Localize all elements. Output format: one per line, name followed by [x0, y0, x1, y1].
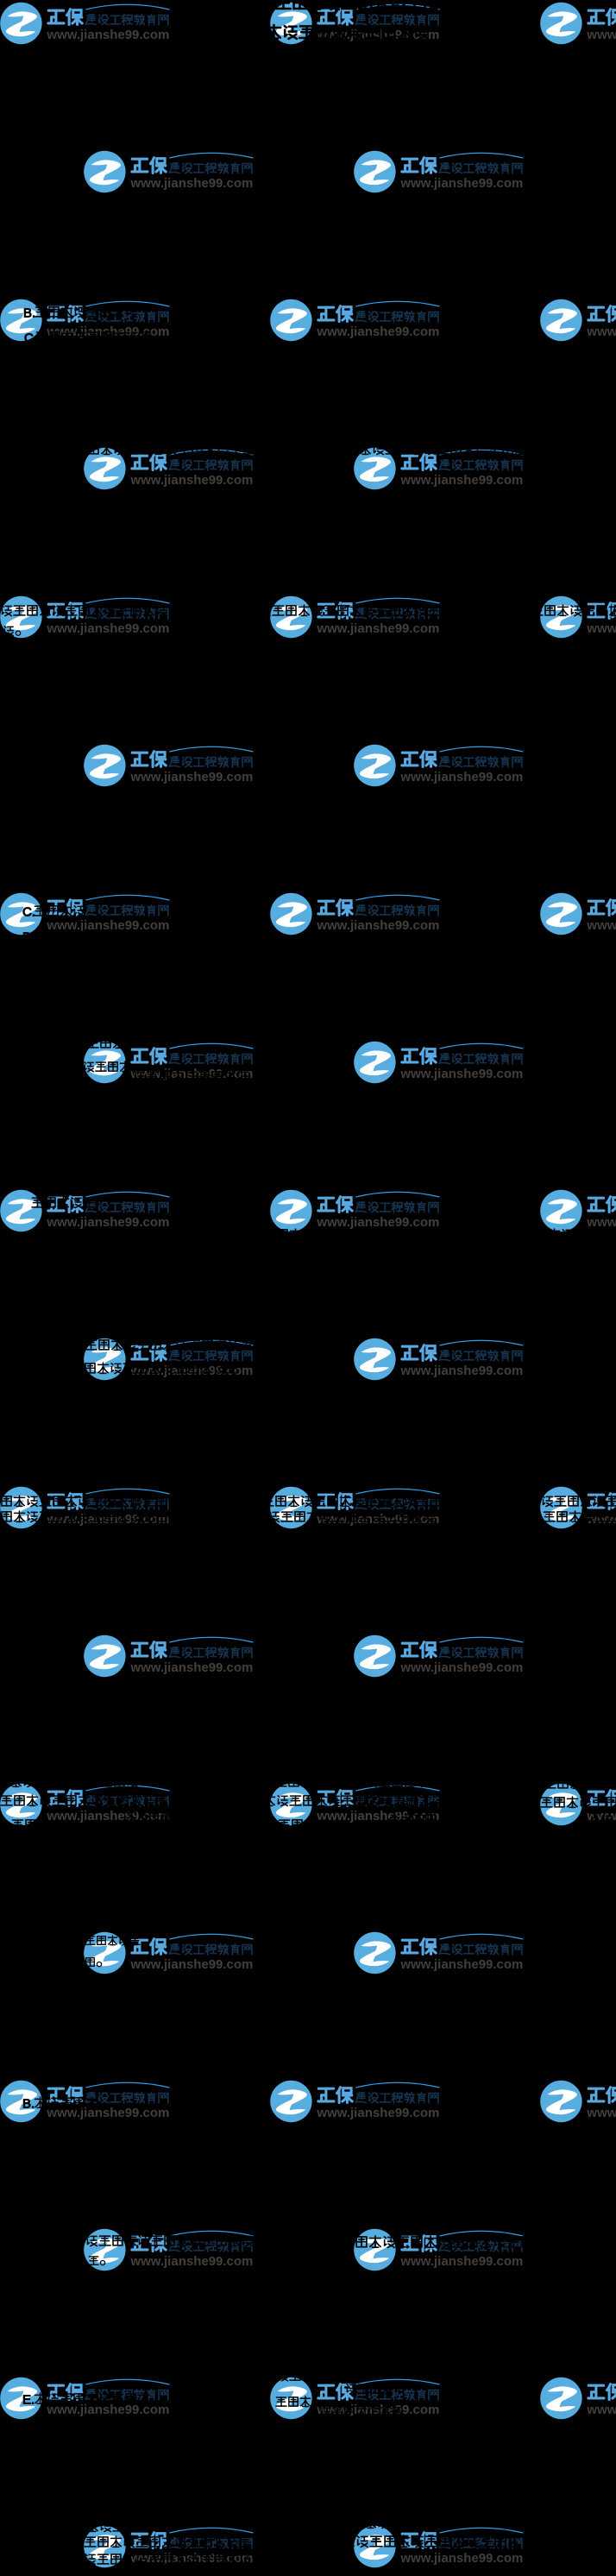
svg-text:E.: E.: [22, 2392, 35, 2407]
svg-text:B.: B.: [22, 2096, 35, 2111]
svg-text:D.: D.: [22, 930, 35, 945]
svg-text:B.: B.: [23, 305, 35, 320]
svg-text:C.: C.: [22, 905, 35, 920]
svg-text:C.: C.: [24, 331, 37, 345]
